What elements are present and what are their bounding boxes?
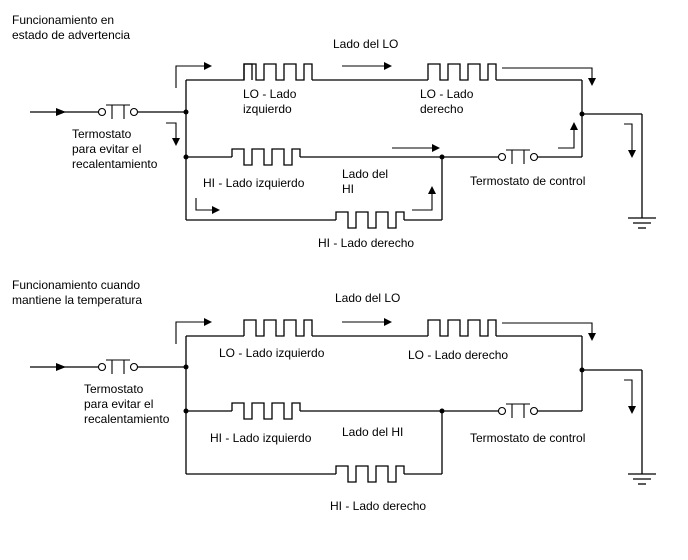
diagram2-overheat-thermostat-label-1: Termostato bbox=[84, 382, 144, 396]
lo-left-heater-icon bbox=[243, 63, 313, 81]
lo-right-heater-icon bbox=[427, 319, 497, 337]
diagram1-lo-right-label-1: LO - Lado bbox=[420, 87, 474, 101]
diagram-maintain-temperature: Funcionamiento cuando mantiene la temper… bbox=[12, 278, 656, 513]
diagram1-hi-right-label: HI - Lado derecho bbox=[318, 236, 414, 250]
diagram2-lo-side-label: Lado del LO bbox=[335, 291, 400, 305]
flow-arrow-icon bbox=[624, 379, 636, 414]
lo-left-heater-icon bbox=[243, 319, 313, 337]
diagram2-lo-left-label: LO - Lado izquierdo bbox=[219, 346, 325, 360]
flow-arrow-icon bbox=[195, 198, 220, 214]
diagram1-overheat-thermostat-label-1: Termostato bbox=[72, 127, 132, 141]
diagram1-hi-side-label-1: Lado del bbox=[342, 167, 388, 181]
overheat-thermostat-switch-icon bbox=[97, 359, 186, 374]
diagram-warning-state: Funcionamiento en estado de advertencia … bbox=[12, 13, 656, 250]
diagram2-control-thermostat-label: Termostato de control bbox=[470, 431, 585, 445]
diagram1-hi-side-label-2: HI bbox=[342, 182, 354, 196]
flow-arrow-icon bbox=[412, 186, 436, 211]
diagram2-overheat-thermostat-label-2: para evitar el bbox=[84, 397, 153, 411]
junction-dot bbox=[183, 109, 189, 115]
diagram2-lo-right-label: LO - Lado derecho bbox=[408, 348, 508, 362]
flow-arrow-icon bbox=[624, 123, 636, 158]
flow-arrow-icon bbox=[558, 122, 578, 149]
control-thermostat-switch-icon bbox=[497, 403, 539, 418]
junction-dot bbox=[183, 364, 189, 370]
flow-arrow-icon bbox=[502, 322, 596, 341]
diagram1-overheat-thermostat-label-3: recalentamiento bbox=[72, 157, 158, 171]
input-arrow-icon bbox=[30, 363, 98, 371]
diagram1-title-line1: Funcionamiento en bbox=[12, 13, 114, 27]
diagram2-hi-left-label: HI - Lado izquierdo bbox=[210, 431, 312, 445]
hi-right-heater-icon bbox=[335, 465, 405, 483]
diagram1-lo-side-label: Lado del LO bbox=[333, 37, 398, 51]
hi-left-heater-icon bbox=[231, 402, 301, 420]
flow-arrow-icon bbox=[175, 62, 212, 88]
lo-right-heater-icon bbox=[427, 63, 497, 81]
diagram2-title-line1: Funcionamiento cuando bbox=[12, 278, 140, 292]
diagram1-control-thermostat-label: Termostato de control bbox=[470, 174, 585, 188]
flow-arrow-icon bbox=[392, 144, 440, 152]
diagram2-title-line2: mantiene la temperatura bbox=[12, 293, 142, 307]
flow-arrow-icon bbox=[342, 62, 392, 70]
diagram2-hi-right-label: HI - Lado derecho bbox=[330, 499, 426, 513]
flow-arrow-icon bbox=[166, 122, 180, 146]
diagram1-lo-left-label-1: LO - Lado bbox=[243, 87, 297, 101]
flow-arrow-icon bbox=[502, 67, 596, 86]
diagram2-overheat-thermostat-label-3: recalentamiento bbox=[84, 412, 170, 426]
diagram1-title-line2: estado de advertencia bbox=[12, 28, 130, 42]
diagram1-lo-right-label-2: derecho bbox=[420, 102, 464, 116]
hi-left-heater-icon bbox=[231, 148, 301, 166]
junction-dot bbox=[579, 367, 585, 373]
diagram2-hi-side-label: Lado del HI bbox=[342, 425, 403, 439]
diagram1-lo-left-label-2: izquierdo bbox=[243, 102, 292, 116]
input-arrow-icon bbox=[30, 108, 98, 116]
hi-right-heater-icon bbox=[335, 211, 405, 229]
flow-arrow-icon bbox=[342, 318, 392, 326]
diagram1-overheat-thermostat-label-2: para evitar el bbox=[72, 142, 141, 156]
control-thermostat-switch-icon bbox=[497, 149, 539, 164]
diagram1-hi-left-label: HI - Lado izquierdo bbox=[203, 176, 305, 190]
junction-dot bbox=[579, 111, 585, 117]
overheat-thermostat-switch-icon bbox=[97, 104, 186, 119]
ground-icon bbox=[582, 113, 656, 229]
flow-arrow-icon bbox=[175, 318, 212, 344]
ground-icon bbox=[582, 369, 656, 485]
